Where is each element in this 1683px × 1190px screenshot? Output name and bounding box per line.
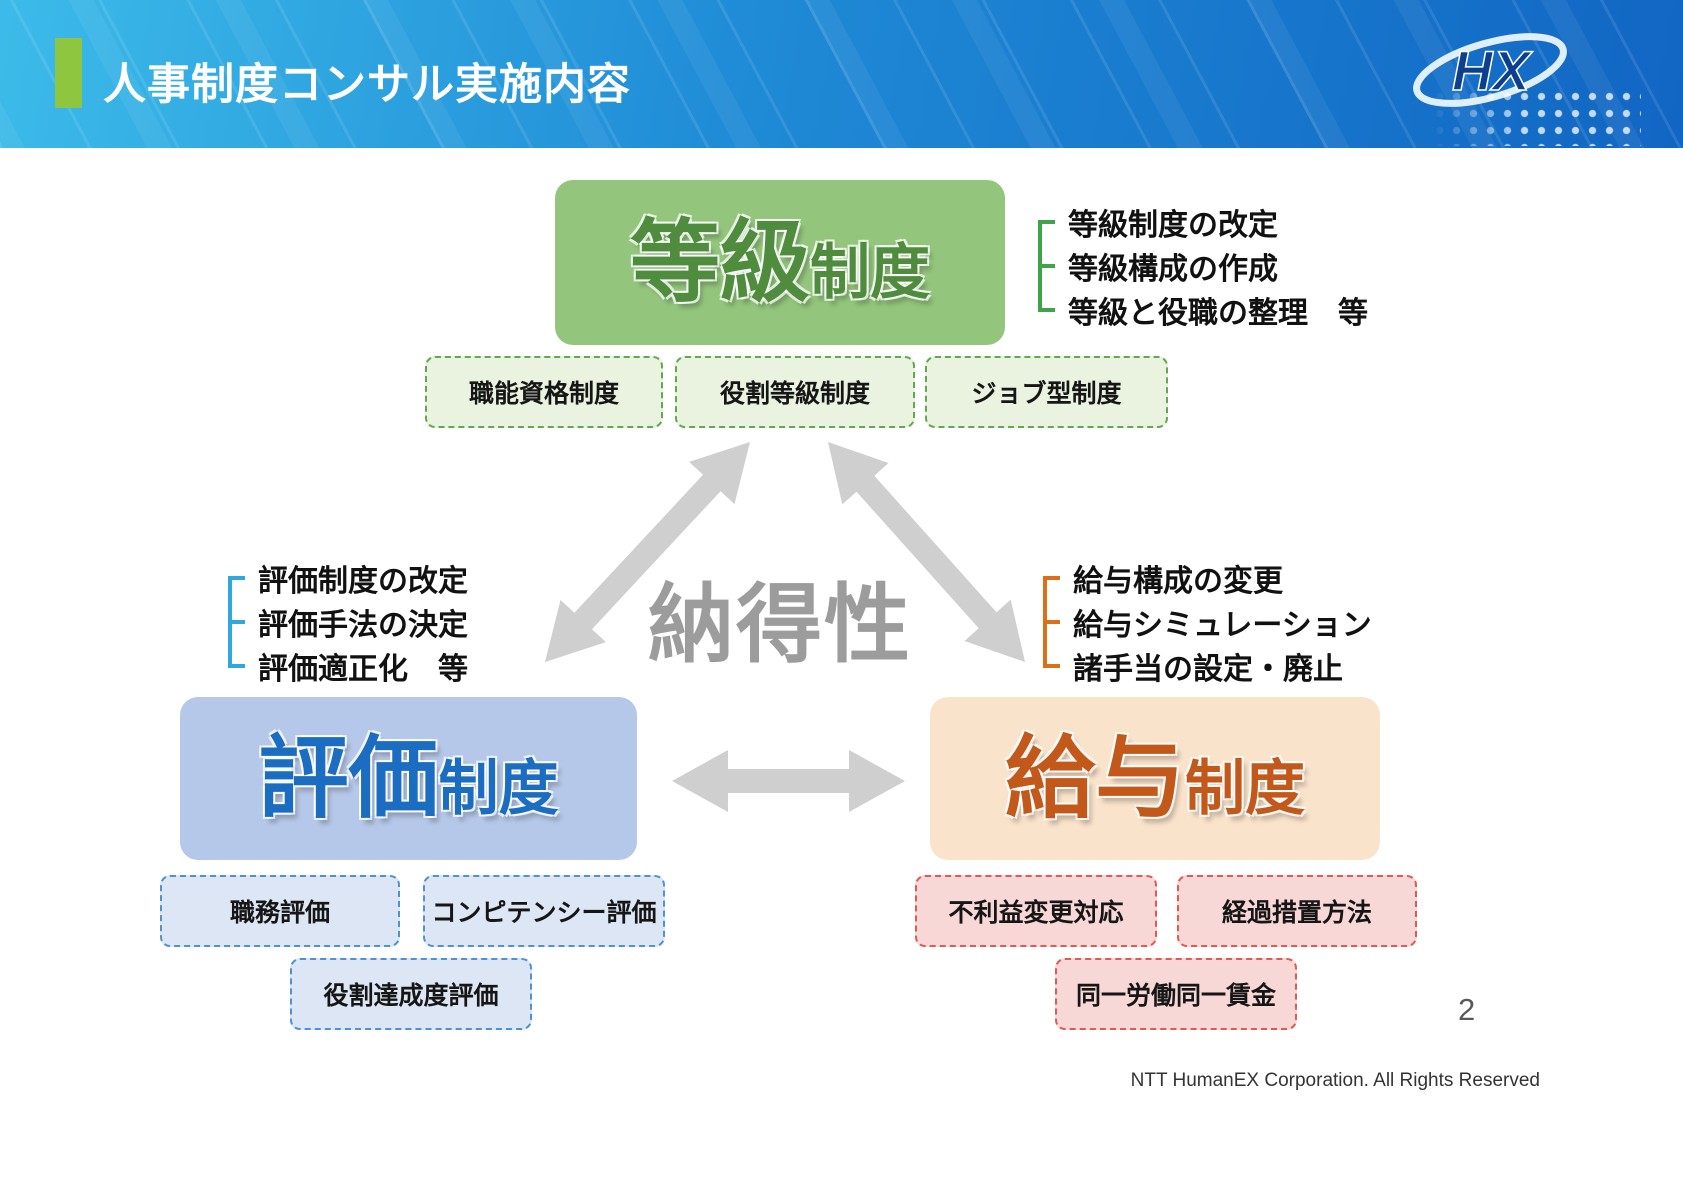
salary-system-title: 給与制度 <box>1005 734 1305 824</box>
bracket-tick <box>228 620 245 624</box>
bracket-line <box>228 578 232 666</box>
grade-system-title: 等級制度 <box>630 218 930 308</box>
bullet-text: 等級構成の作成 <box>1068 253 1278 286</box>
bracket-tick <box>1038 308 1055 312</box>
bracket-tick <box>228 664 245 668</box>
bullet-item: 評価手法の決定 <box>228 600 468 644</box>
bullet-item: 諸手当の設定・廃止 <box>1043 644 1372 688</box>
evaluation-system-title: 評価制度 <box>259 734 559 824</box>
halftone-dots-decoration <box>1431 88 1641 146</box>
bracket-tick <box>1043 620 1060 624</box>
evaluation-system-box: 評価制度 <box>180 697 637 860</box>
bullet-text: 等級制度の改定 <box>1068 209 1278 242</box>
bullet-text: 評価制度の改定 <box>258 565 468 598</box>
bullet-text: 評価手法の決定 <box>258 609 468 642</box>
tag-douitsu-roudou: 同一労働同一賃金 <box>1055 958 1297 1030</box>
tag-yakuwari-toukyuu: 役割等級制度 <box>675 356 915 428</box>
bullet-text: 等級と役職の整理 等 <box>1068 297 1368 330</box>
page-number: 2 <box>1458 992 1476 1027</box>
arrow-evaluation-salary <box>672 750 905 812</box>
bracket-tick <box>1038 264 1055 268</box>
bullet-item: 等級制度の改定 <box>1038 200 1368 244</box>
salary-title-sub: 制度 <box>1185 754 1305 822</box>
tag-yakuwari-tassei: 役割達成度評価 <box>290 958 532 1030</box>
evaluation-bullets: 評価制度の改定 評価手法の決定 評価適正化 等 <box>228 556 468 688</box>
footer-copyright: NTT HumanEX Corporation. All Rights Rese… <box>1130 1070 1540 1091</box>
bullet-item: 評価制度の改定 <box>228 556 468 600</box>
bullet-item: 評価適正化 等 <box>228 644 468 688</box>
page-title: 人事制度コンサル実施内容 <box>103 61 631 109</box>
bullet-item: 等級構成の作成 <box>1038 244 1368 288</box>
tag-job-gata: ジョブ型制度 <box>925 356 1168 428</box>
bullet-text: 諸手当の設定・廃止 <box>1073 653 1343 686</box>
salary-title-main: 給与 <box>1005 728 1185 829</box>
bullet-item: 等級と役職の整理 等 <box>1038 288 1368 332</box>
bracket-tick <box>1043 576 1060 580</box>
bracket-line <box>1043 578 1047 666</box>
tag-furieki-henkou: 不利益変更対応 <box>915 875 1157 947</box>
tag-shokunou-shikaku: 職能資格制度 <box>425 356 663 428</box>
header-banner: 人事制度コンサル実施内容 HX <box>0 0 1683 148</box>
bracket-tick <box>1038 220 1055 224</box>
tag-keika-sochi: 経過措置方法 <box>1177 875 1417 947</box>
grade-bullets: 等級制度の改定 等級構成の作成 等級と役職の整理 等 <box>1038 200 1368 332</box>
salary-system-box: 給与制度 <box>930 697 1380 860</box>
title-accent-bar <box>55 38 82 108</box>
tag-competency-hyouka: コンピテンシー評価 <box>423 875 665 947</box>
salary-bullets: 給与構成の変更 給与シミュレーション 諸手当の設定・廃止 <box>1043 556 1372 688</box>
bullet-item: 給与構成の変更 <box>1043 556 1372 600</box>
grade-system-box: 等級制度 <box>555 180 1005 345</box>
bullet-text: 評価適正化 等 <box>258 653 468 686</box>
evaluation-title-sub: 制度 <box>438 754 559 822</box>
grade-title-main: 等級 <box>630 212 810 313</box>
bracket-tick <box>1043 664 1060 668</box>
bullet-text: 給与構成の変更 <box>1073 565 1283 598</box>
center-label: 納得性 <box>648 577 912 673</box>
tag-shokumu-hyouka: 職務評価 <box>160 875 400 947</box>
grade-title-sub: 制度 <box>810 238 930 306</box>
bracket-line <box>1038 222 1042 310</box>
evaluation-title-main: 評価 <box>258 728 439 829</box>
bullet-item: 給与シミュレーション <box>1043 600 1372 644</box>
bracket-tick <box>228 576 245 580</box>
bullet-text: 給与シミュレーション <box>1073 609 1372 642</box>
